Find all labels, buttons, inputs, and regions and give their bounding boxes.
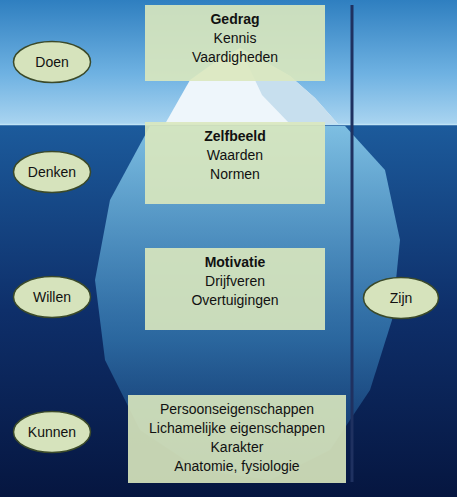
oval-label: Willen xyxy=(33,288,71,307)
oval-label: Doen xyxy=(35,53,68,72)
box-item: Vaardigheden xyxy=(192,48,278,67)
box-item: Normen xyxy=(210,165,260,184)
box-heading: Gedrag xyxy=(210,10,259,29)
box-item: Waarden xyxy=(207,146,263,165)
box-item: Lichamelijke eigenschappen xyxy=(149,419,325,438)
content-box: MotivatieDrijfverenOvertuigingen xyxy=(145,248,325,330)
level-oval: Denken xyxy=(12,150,92,194)
content-box: GedragKennisVaardigheden xyxy=(145,5,325,81)
oval-shape xyxy=(14,42,91,83)
content-box: ZelfbeeldWaardenNormen xyxy=(145,122,325,204)
sky xyxy=(0,0,457,124)
oval-shape xyxy=(14,152,91,193)
level-oval: Zijn xyxy=(362,276,440,320)
content-box: PersoonseigenschappenLichamelijke eigens… xyxy=(128,395,346,483)
level-oval: Willen xyxy=(12,275,92,319)
box-heading: Zelfbeeld xyxy=(204,127,265,146)
box-item: Overtuigingen xyxy=(191,291,278,310)
vertical-line xyxy=(351,5,354,482)
box-item: Karakter xyxy=(211,438,264,457)
level-oval: Doen xyxy=(12,40,92,84)
oval-label: Zijn xyxy=(390,289,413,308)
box-heading: Motivatie xyxy=(205,253,266,272)
oval-shape xyxy=(14,277,91,318)
box-item: Drijfveren xyxy=(205,272,265,291)
oval-shape xyxy=(14,412,91,453)
oval-label: Kunnen xyxy=(28,423,76,442)
box-item: Kennis xyxy=(214,29,257,48)
box-item: Persoonseigenschappen xyxy=(160,400,314,419)
sea xyxy=(0,124,457,497)
box-item: Anatomie, fysiologie xyxy=(174,457,299,476)
level-oval: Kunnen xyxy=(12,410,92,454)
oval-label: Denken xyxy=(28,163,76,182)
oval-shape xyxy=(364,278,439,319)
